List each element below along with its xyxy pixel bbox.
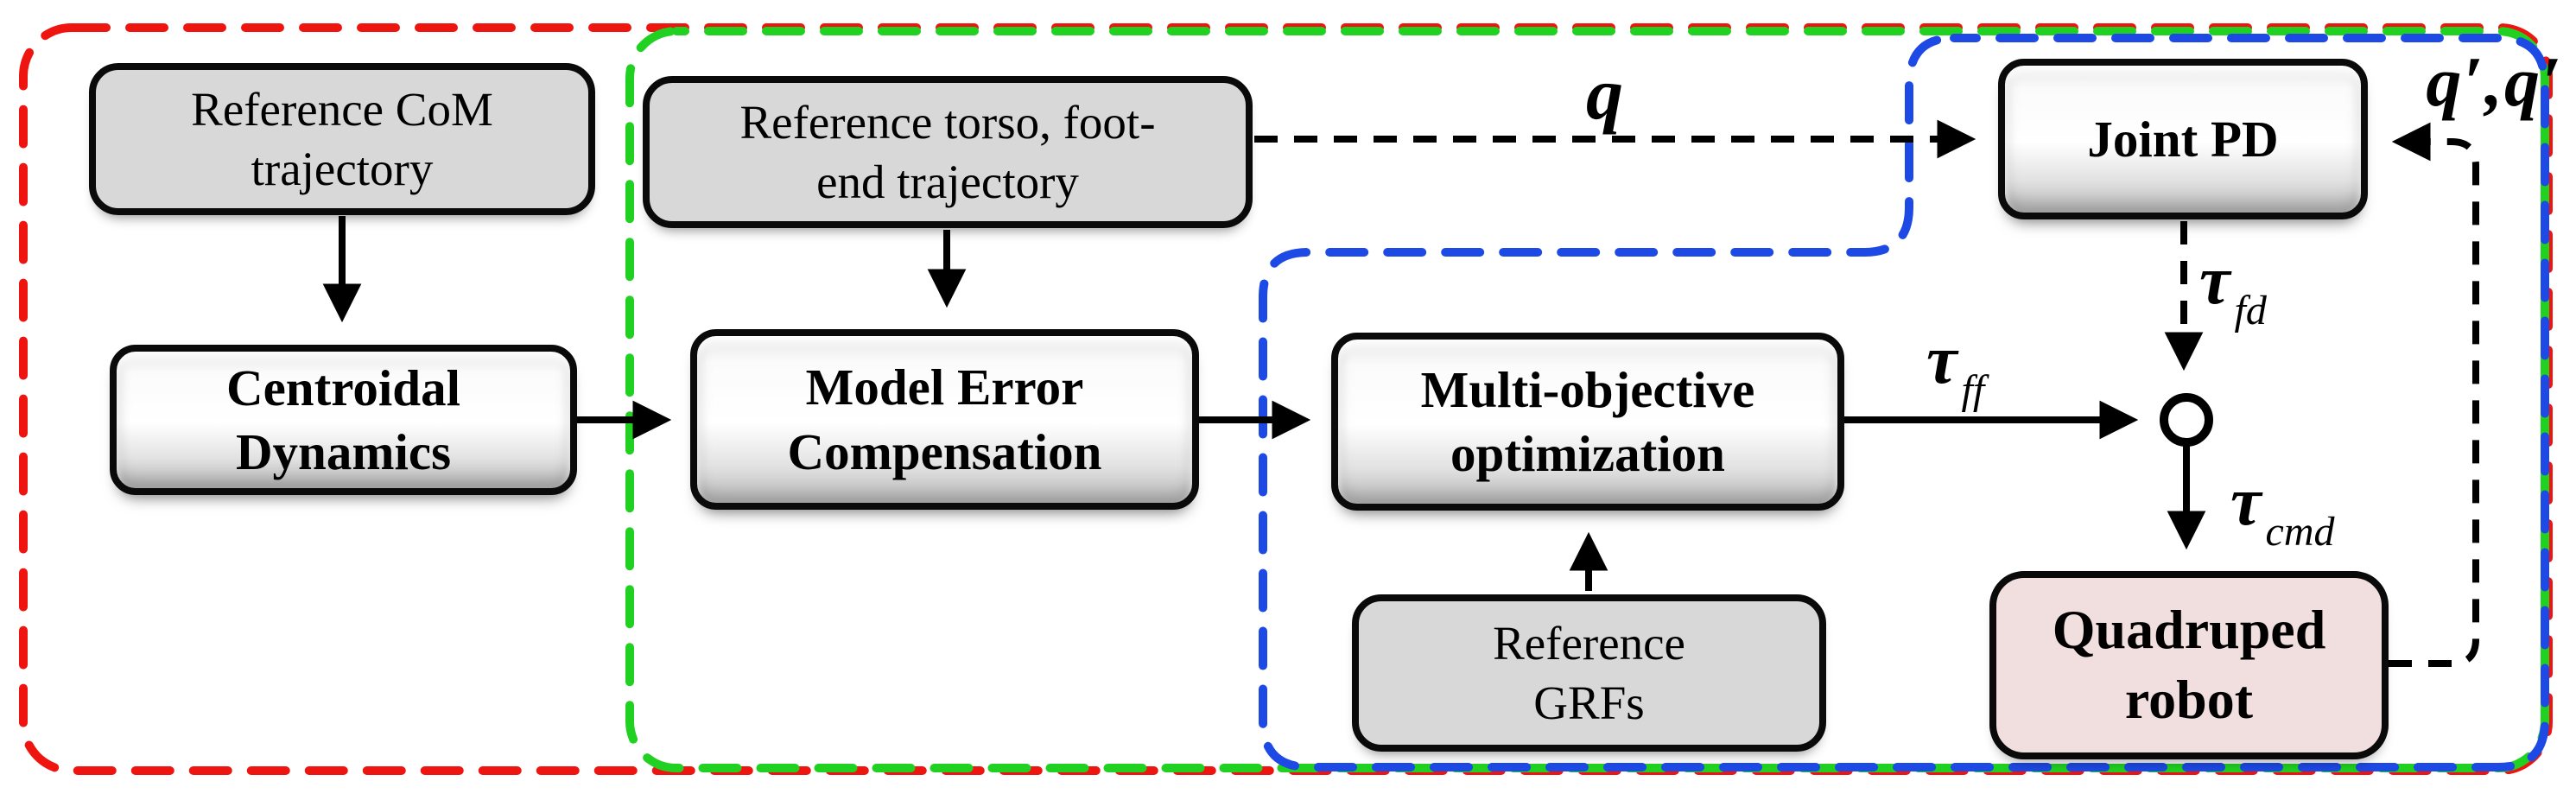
block-label: robot <box>2124 669 2254 730</box>
blue-region-outline <box>1259 34 2549 771</box>
block-joint-pd: Joint PD <box>1998 59 2368 219</box>
block-reference-grfs: Reference GRFs <box>1352 594 1826 752</box>
block-reference-torso-trajectory: Reference torso, foot- end trajectory <box>643 76 1253 228</box>
block-label: GRFs <box>1533 676 1645 729</box>
block-model-error-compensation: Model Error Compensation <box>690 329 1199 510</box>
block-label: Dynamics <box>235 423 452 480</box>
sum-junction <box>2160 393 2213 447</box>
tau-symbol: τ <box>1926 322 1957 398</box>
block-label: Centroidal <box>226 359 460 416</box>
block-label: Quadruped <box>2052 599 2326 661</box>
block-label: Model Error <box>805 359 1084 416</box>
block-label: Reference CoM <box>191 82 493 136</box>
block-label: Joint PD <box>2087 110 2279 168</box>
block-label: Multi-objective <box>1420 360 1755 418</box>
block-reference-com-trajectory: Reference CoM trajectory <box>89 63 595 215</box>
q-prime-symbols: q′,q′ <box>2426 42 2563 121</box>
block-multi-objective-optimization: Multi-objective optimization <box>1331 333 1844 511</box>
block-label: Compensation <box>787 422 1102 480</box>
tau-subscript: ff <box>1961 367 1985 413</box>
block-label: Reference torso, foot- <box>739 95 1156 149</box>
block-label: end trajectory <box>816 156 1079 208</box>
block-label: optimization <box>1450 425 1725 482</box>
tau-symbol: τ <box>2230 464 2262 540</box>
dashed-feedback-quadruped-to-jointpd <box>2389 122 2479 667</box>
tau-subscript: cmd <box>2265 509 2335 555</box>
tau-subscript: fd <box>2234 288 2267 333</box>
signal-label-q-prime-feedback: q′,q′ <box>2363 41 2563 123</box>
tau-symbol: τ <box>2199 243 2230 319</box>
block-centroidal-dynamics: Centroidal Dynamics <box>110 345 577 495</box>
block-label: trajectory <box>251 143 434 195</box>
block-quadruped-robot: Quadruped robot <box>1989 571 2389 759</box>
block-label: Reference <box>1493 616 1685 670</box>
q-symbol: q <box>1586 52 1623 135</box>
signal-label-q: q <box>1586 50 1623 137</box>
